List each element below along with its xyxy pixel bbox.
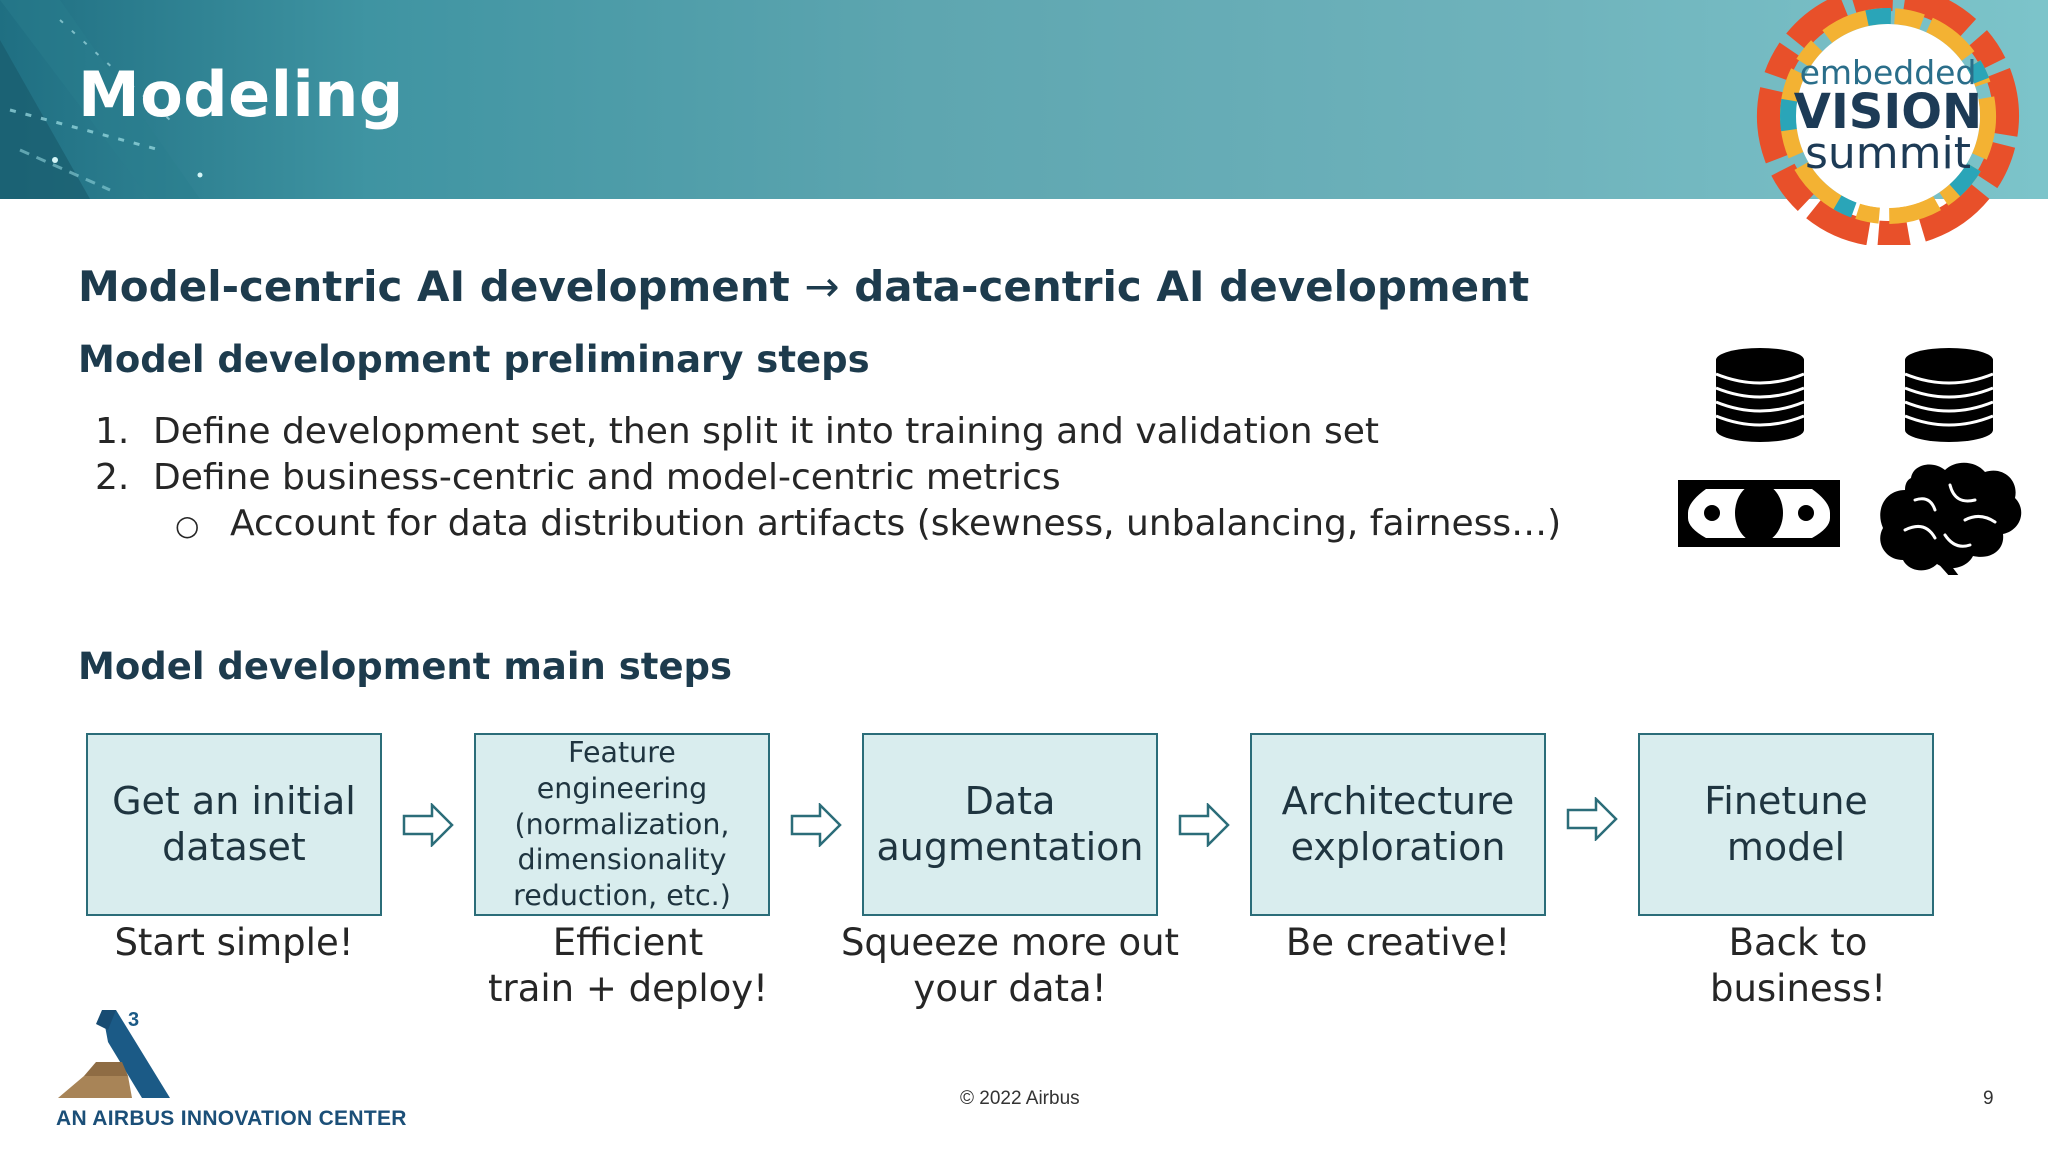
airbus-innovation-logo: 3 [58, 1009, 170, 1098]
sub-list-text: Account for data distribution artifacts … [230, 503, 1562, 544]
step-caption: Start simple! [64, 920, 404, 966]
list-number: 1. [95, 411, 130, 452]
logo-superscript: 3 [128, 1009, 139, 1031]
step-line: dimensionality [517, 843, 727, 877]
concept-icons [1678, 348, 2022, 575]
step-line: augmentation [876, 824, 1144, 869]
right-arrow-icon [1178, 803, 1230, 847]
brain-icon [1880, 462, 2022, 575]
list-number: 2. [95, 457, 130, 498]
logo-line-1: embedded [1800, 53, 1977, 92]
right-arrow-icon [790, 803, 842, 847]
step-line: engineering [536, 772, 708, 806]
step-line: Get an initial [112, 778, 356, 823]
step-box-data-augmentation: Data augmentation [862, 733, 1158, 916]
slide-subtitle: Model-centric AI development → data-cent… [78, 262, 1529, 311]
preliminary-heading: Model development preliminary steps [78, 338, 870, 381]
header-banner: Modeling [0, 0, 2048, 199]
database-stack-icon [1904, 348, 1994, 442]
step-line: Architecture [1281, 778, 1515, 823]
caption-line: Start simple! [114, 921, 354, 964]
step-box-architecture-exploration: Architecture exploration [1250, 733, 1546, 916]
step-line: dataset [162, 824, 306, 869]
step-line: Feature [568, 736, 676, 770]
caption-line: Squeeze more out [840, 921, 1180, 964]
logo-line-2: VISION [1794, 84, 1982, 140]
logo-line-3: summit [1805, 128, 1971, 179]
list-text: Define development set, then split it in… [153, 411, 1380, 452]
right-arrow-glyph: → [804, 262, 840, 311]
step-box-feature-engineering: Feature engineering (normalization, dime… [474, 733, 770, 916]
step-line: (normalization, [514, 807, 730, 841]
step-caption: Back to business! [1628, 920, 1968, 1013]
step-line: Finetune model [1704, 778, 1868, 869]
subtitle-left: Model-centric AI development [78, 262, 790, 311]
step-caption: Squeeze more out your data! [840, 920, 1180, 1013]
page-title: Modeling [78, 58, 404, 131]
embedded-vision-summit-logo: embedded VISION summit [1757, 0, 2019, 245]
database-stack-icon [1715, 348, 1805, 442]
caption-line: Back to [1728, 921, 1868, 964]
step-caption: Be creative! [1228, 920, 1568, 966]
right-arrow-icon [1566, 797, 1618, 841]
step-box-initial-dataset: Get an initial dataset [86, 733, 382, 916]
caption-line: Efficient [552, 921, 704, 964]
caption-line: Be creative! [1285, 921, 1511, 964]
step-box-finetune-model: Finetune model [1638, 733, 1934, 916]
right-arrow-icon [402, 803, 454, 847]
caption-line: train + deploy! [487, 967, 769, 1011]
org-tagline: AN AIRBUS INNOVATION CENTER [56, 1107, 407, 1130]
list-text: Define business-centric and model-centri… [153, 457, 1061, 498]
money-bill-icon [1678, 480, 1840, 547]
copyright: © 2022 Airbus [960, 1088, 1080, 1109]
step-line: reduction, etc.) [513, 878, 731, 912]
main-steps-heading: Model development main steps [78, 645, 733, 688]
step-line: Data [964, 778, 1056, 823]
caption-line: business! [1709, 967, 1887, 1011]
circuit-decoration [0, 0, 203, 199]
page-number: 9 [1983, 1088, 1994, 1109]
step-line: exploration [1290, 824, 1506, 869]
step-caption: Efficient train + deploy! [458, 920, 798, 1013]
subtitle-right: data-centric AI development [854, 262, 1530, 311]
hollow-bullet: ○ [175, 509, 200, 542]
caption-line: your data! [913, 967, 1107, 1011]
